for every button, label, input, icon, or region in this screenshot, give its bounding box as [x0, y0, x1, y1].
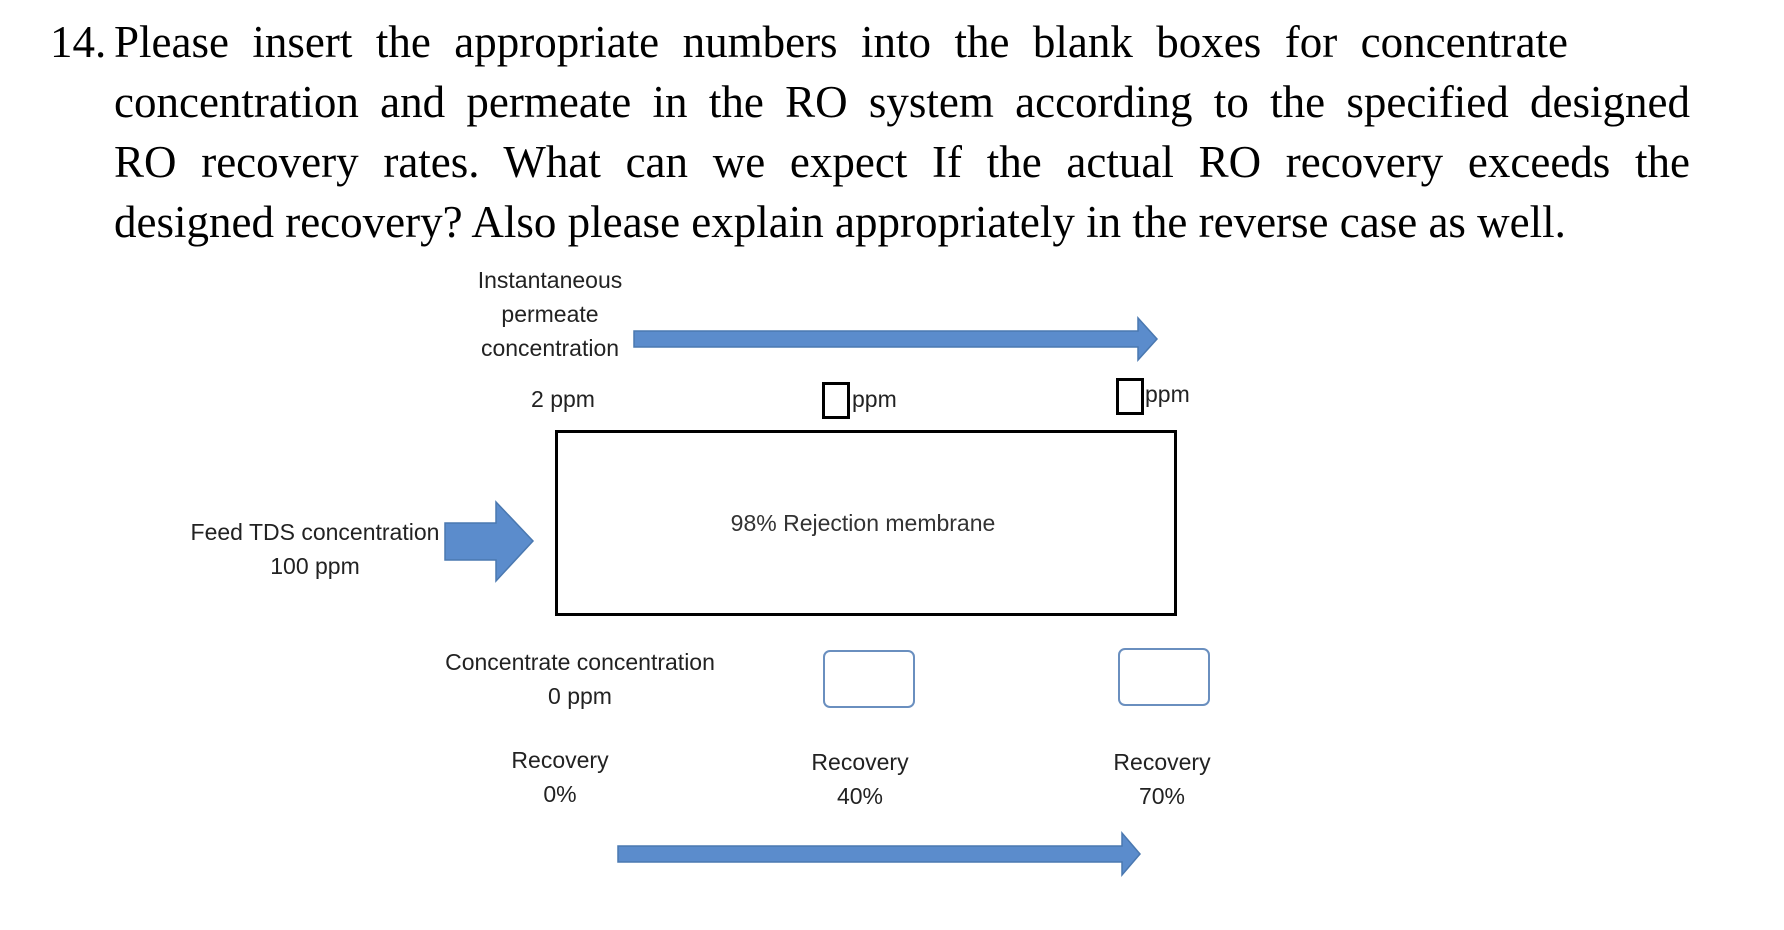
feed-label: Feed TDS concentration 100 ppm: [190, 515, 440, 583]
question-text: 14.Please insert the appropriate numbers…: [50, 12, 1690, 252]
recovery-70-label: Recovery: [1113, 749, 1211, 775]
question-line-1-body: Please insert the appropriate numbers in…: [114, 17, 1569, 67]
question-line-3-text: RO recovery rates. What can we expect If…: [114, 137, 1690, 187]
permeate-label-line-3: concentration: [480, 335, 620, 361]
question-number: 14.: [50, 17, 107, 67]
permeate-label: Instantaneous permeate concentration: [470, 263, 630, 365]
permeate-unit-40: ppm: [852, 386, 897, 412]
permeate-blank-box-70[interactable]: [1116, 378, 1144, 415]
permeate-label-line-2: permeate: [501, 301, 599, 327]
feed-arrow: [444, 500, 535, 583]
feed-value: 100 ppm: [270, 553, 360, 579]
recovery-0: Recovery 0%: [500, 743, 620, 811]
question-line-1: 14.Please insert the appropriate numbers…: [50, 12, 1690, 72]
recovery-0-value: 0%: [543, 781, 577, 807]
recovery-70-value: 70%: [1138, 783, 1186, 809]
concentrate-blank-box-40[interactable]: [823, 650, 915, 708]
concentrate-label: Concentrate concentration 0 ppm: [440, 645, 720, 713]
question-line-2-text: concentration and permeate in the RO sys…: [114, 77, 1690, 127]
recovery-40-label: Recovery: [811, 749, 909, 775]
feed-label-text: Feed TDS concentration: [190, 519, 440, 545]
recovery-40: Recovery 40%: [800, 745, 920, 813]
permeate-label-line-1: Instantaneous: [477, 267, 623, 293]
concentrate-label-text: Concentrate concentration: [445, 649, 715, 675]
concentrate-value: 0 ppm: [548, 683, 612, 709]
question-line-3: RO recovery rates. What can we expect If…: [50, 132, 1690, 192]
question-line-1-text: 14.Please insert the appropriate numbers…: [50, 12, 1568, 72]
question-line-4-text: designed recovery? Also please explain a…: [114, 197, 1566, 247]
question-line-2: concentration and permeate in the RO sys…: [50, 72, 1690, 132]
permeate-direction-arrow: [633, 316, 1159, 362]
recovery-0-label: Recovery: [511, 747, 609, 773]
question-line-4: designed recovery? Also please explain a…: [50, 192, 1690, 252]
recovery-40-value: 40%: [836, 783, 884, 809]
permeate-blank-box-40[interactable]: [822, 382, 850, 419]
concentrate-blank-box-70[interactable]: [1118, 648, 1210, 706]
recovery-direction-arrow: [617, 830, 1141, 878]
permeate-value-0: 2 ppm: [531, 386, 595, 412]
permeate-unit-70: ppm: [1145, 381, 1190, 407]
membrane-label: 98% Rejection membrane: [730, 509, 996, 536]
recovery-70: Recovery 70%: [1102, 745, 1222, 813]
membrane-box: 98% Rejection membrane: [555, 430, 1177, 616]
